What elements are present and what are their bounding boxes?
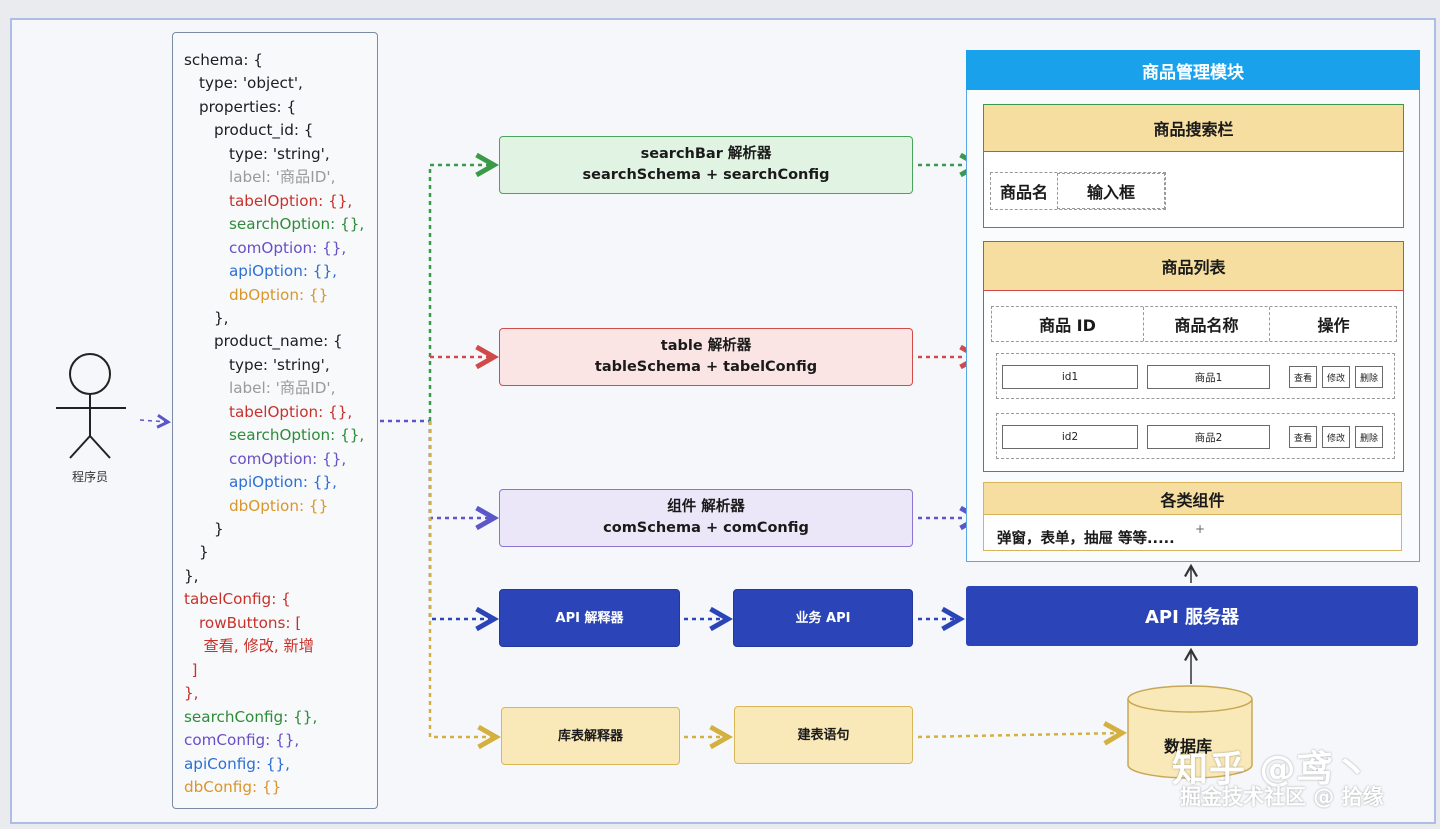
programmer-figure-icon	[56, 353, 126, 459]
code-line: apiConfig: {},	[184, 754, 290, 773]
programmer-label: 程序员	[72, 470, 109, 484]
code-line: tabelConfig: {	[184, 590, 291, 609]
product-list-title: 商品列表	[984, 242, 1403, 291]
code-line: product_name: {	[214, 332, 343, 351]
search-field-wrapper	[990, 172, 1166, 210]
components-title: 各类组件	[984, 483, 1401, 515]
code-line: apiOption: {},	[229, 473, 337, 492]
component-parser-title: 组件 解析器	[667, 499, 745, 515]
searchbar-parser-formula: searchSchema + searchConfig	[582, 167, 830, 183]
delete-button[interactable]: 删除	[1355, 426, 1383, 448]
table-header-row	[991, 306, 1397, 342]
code-line: searchOption: {},	[229, 215, 365, 234]
row-id-cell: id2	[1002, 425, 1138, 449]
row-id-cell: id1	[1002, 365, 1138, 389]
code-line: type: 'object',	[199, 74, 303, 93]
table-row	[996, 413, 1395, 459]
code-line: },	[214, 308, 229, 327]
code-line: apiOption: {},	[229, 262, 337, 281]
view-button[interactable]: 查看	[1289, 366, 1317, 388]
column-header-actions: 操作	[1317, 316, 1350, 335]
code-line: comConfig: {},	[184, 731, 300, 750]
code-line: dbConfig: {}	[184, 777, 282, 796]
edit-button[interactable]: 修改	[1322, 426, 1350, 448]
code-line: schema: {	[184, 51, 263, 69]
code-line: searchConfig: {},	[184, 707, 318, 726]
search-bar-title: 商品搜索栏	[984, 105, 1403, 152]
view-button[interactable]: 查看	[1289, 426, 1317, 448]
edit-button[interactable]: 修改	[1322, 366, 1350, 388]
delete-button[interactable]: 删除	[1355, 366, 1383, 388]
row-name-cell: 商品2	[1147, 425, 1270, 449]
code-line: properties: {	[199, 97, 297, 116]
schema-code-panel: schema: { type: 'object', properties: { pro…	[172, 32, 378, 809]
product-module-title: 商品管理模块	[966, 50, 1420, 90]
code-line: type: 'string',	[229, 144, 330, 163]
row-name-cell: 商品1	[1147, 365, 1270, 389]
table-parser-box: table 解析器 tableSchema + tabelConfig	[499, 328, 913, 386]
table-row	[996, 353, 1395, 399]
code-line: label: '商品ID',	[229, 379, 336, 398]
column-header-id: 商品 ID	[992, 307, 1144, 341]
searchbar-parser-title: searchBar 解析器	[640, 146, 772, 162]
code-line: type: 'string',	[229, 355, 330, 374]
code-line: },	[184, 566, 199, 585]
code-line: label: '商品ID',	[229, 168, 336, 187]
component-parser-box: 组件 解析器 comSchema + comConfig	[499, 489, 913, 547]
code-line: product_id: {	[214, 121, 314, 140]
searchbar-parser-box: searchBar 解析器 searchSchema + searchConfi…	[499, 136, 913, 194]
code-line: }	[214, 520, 224, 538]
search-input[interactable]: 输入框	[1057, 173, 1165, 209]
database-icon	[1127, 685, 1253, 779]
components-description: 弹窗，表单，抽屉 等等.....	[997, 531, 1175, 547]
business-api-box: 业务 API	[733, 589, 913, 647]
code-line: 查看, 修改, 新增	[203, 637, 314, 656]
ddl-statement-box: 建表语句	[734, 706, 913, 764]
cursor-plus-icon: +	[1195, 522, 1206, 536]
code-line: }	[199, 543, 209, 562]
db-parser-box: 库表解释器	[501, 707, 680, 765]
search-field-label: 商品名	[999, 183, 1048, 202]
code-line: tabelOption: {},	[229, 402, 353, 421]
code-line: tabelOption: {},	[229, 191, 353, 210]
column-header-name: 商品名称	[1144, 307, 1270, 341]
table-parser-formula: tableSchema + tabelConfig	[594, 359, 818, 375]
api-server-box: API 服务器	[966, 586, 1418, 646]
code-line: },	[184, 684, 199, 703]
code-line: dbOption: {}	[229, 496, 329, 515]
table-parser-title: table 解析器	[660, 338, 752, 354]
code-line: searchOption: {},	[229, 426, 365, 445]
database-label: 数据库	[1164, 737, 1213, 756]
api-parser-box: API 解释器	[499, 589, 680, 647]
code-line: rowButtons: [	[199, 613, 302, 632]
code-line: comOption: {},	[229, 238, 347, 257]
zhihu-watermark: 知乎 @鸢丶	[1172, 749, 1371, 790]
code-line: dbOption: {}	[229, 285, 329, 304]
code-line: comOption: {},	[229, 449, 347, 468]
component-parser-formula: comSchema + comConfig	[603, 520, 809, 536]
code-line: ]	[191, 660, 198, 679]
juejin-watermark: 掘金技术社区 @ 拾缘	[1180, 785, 1384, 809]
